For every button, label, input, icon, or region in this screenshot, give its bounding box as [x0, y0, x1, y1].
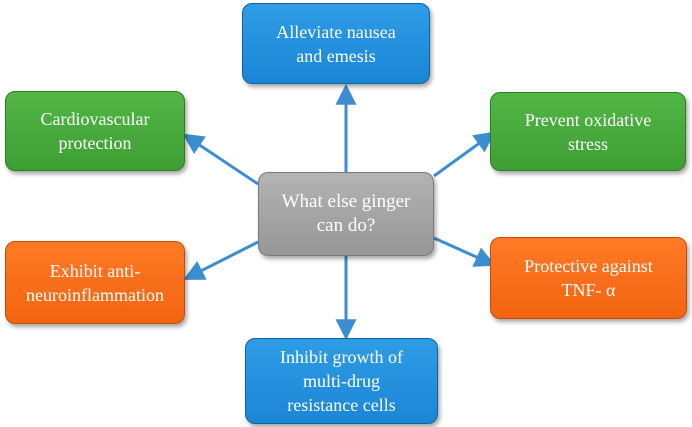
node-alleviate-nausea-label: Alleviate nausea and emesis: [276, 21, 396, 66]
node-cardiovascular-protection: Cardiovascular protection: [5, 91, 185, 171]
node-anti-neuroinflammation-label: Exhibit anti- neuroinflammation: [26, 260, 164, 305]
node-inhibit-mdr-cells: Inhibit growth of multi-drug resistance …: [245, 338, 438, 424]
node-inhibit-mdr-cells-label: Inhibit growth of multi-drug resistance …: [280, 347, 403, 415]
node-prevent-oxidative-stress: Prevent oxidative stress: [490, 92, 686, 171]
node-alleviate-nausea: Alleviate nausea and emesis: [242, 3, 430, 84]
node-prevent-oxidative-stress-label: Prevent oxidative stress: [524, 109, 652, 154]
node-center-question: What else ginger can do?: [258, 172, 434, 256]
arrow-to-tnf: [433, 236, 496, 267]
node-protective-tnf-label: Protective against TNF- α: [524, 256, 653, 300]
arrow-to-neuro: [183, 240, 259, 280]
node-protective-tnf: Protective against TNF- α: [490, 237, 687, 319]
arrow-to-cardio: [182, 133, 259, 186]
arrow-to-oxidative: [433, 131, 496, 178]
node-anti-neuroinflammation: Exhibit anti- neuroinflammation: [5, 241, 185, 324]
node-center-question-label: What else ginger can do?: [281, 191, 411, 236]
node-cardiovascular-protection-label: Cardiovascular protection: [40, 109, 150, 153]
